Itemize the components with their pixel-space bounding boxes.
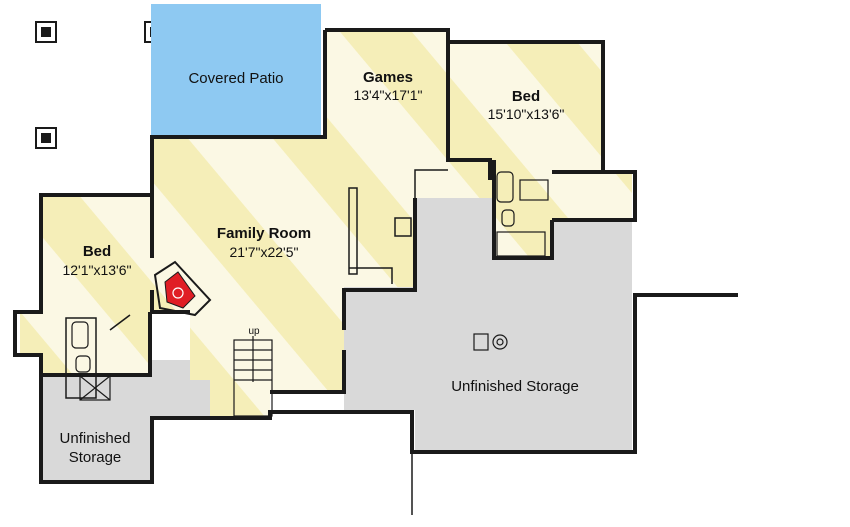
bed-left-name: Bed xyxy=(83,243,111,260)
family-room-dims: 21'7"x22'5" xyxy=(229,244,298,260)
laundry-appliances xyxy=(473,333,508,351)
games-room-name: Games xyxy=(363,69,413,86)
unfinished-storage-right-label: Unfinished Storage xyxy=(451,378,579,395)
family-room-name: Family Room xyxy=(217,225,311,242)
finished-area xyxy=(20,30,632,416)
unfinished-storage-left-line1: Unfinished xyxy=(60,430,131,447)
fireplace xyxy=(153,260,212,317)
bathroom-right xyxy=(496,171,549,257)
covered-patio-area xyxy=(151,4,321,136)
bed-left-dims: 12'1"x13'6" xyxy=(62,262,131,278)
stairs xyxy=(233,336,273,417)
bar-counter xyxy=(348,187,412,284)
bathroom-left xyxy=(71,321,111,401)
games-room-dims: 13'4"x17'1" xyxy=(353,87,422,103)
covered-patio-label: Covered Patio xyxy=(188,70,283,87)
patio-posts xyxy=(35,21,166,149)
stairs-up-label: up xyxy=(248,326,260,337)
unfinished-storage-left-area xyxy=(41,360,210,480)
bed-right-dims: 15'10"x13'6" xyxy=(488,106,565,122)
thin-walls xyxy=(65,169,448,515)
bed-right-name: Bed xyxy=(512,88,540,105)
unfinished-storage-left-line2: Storage xyxy=(69,449,122,466)
